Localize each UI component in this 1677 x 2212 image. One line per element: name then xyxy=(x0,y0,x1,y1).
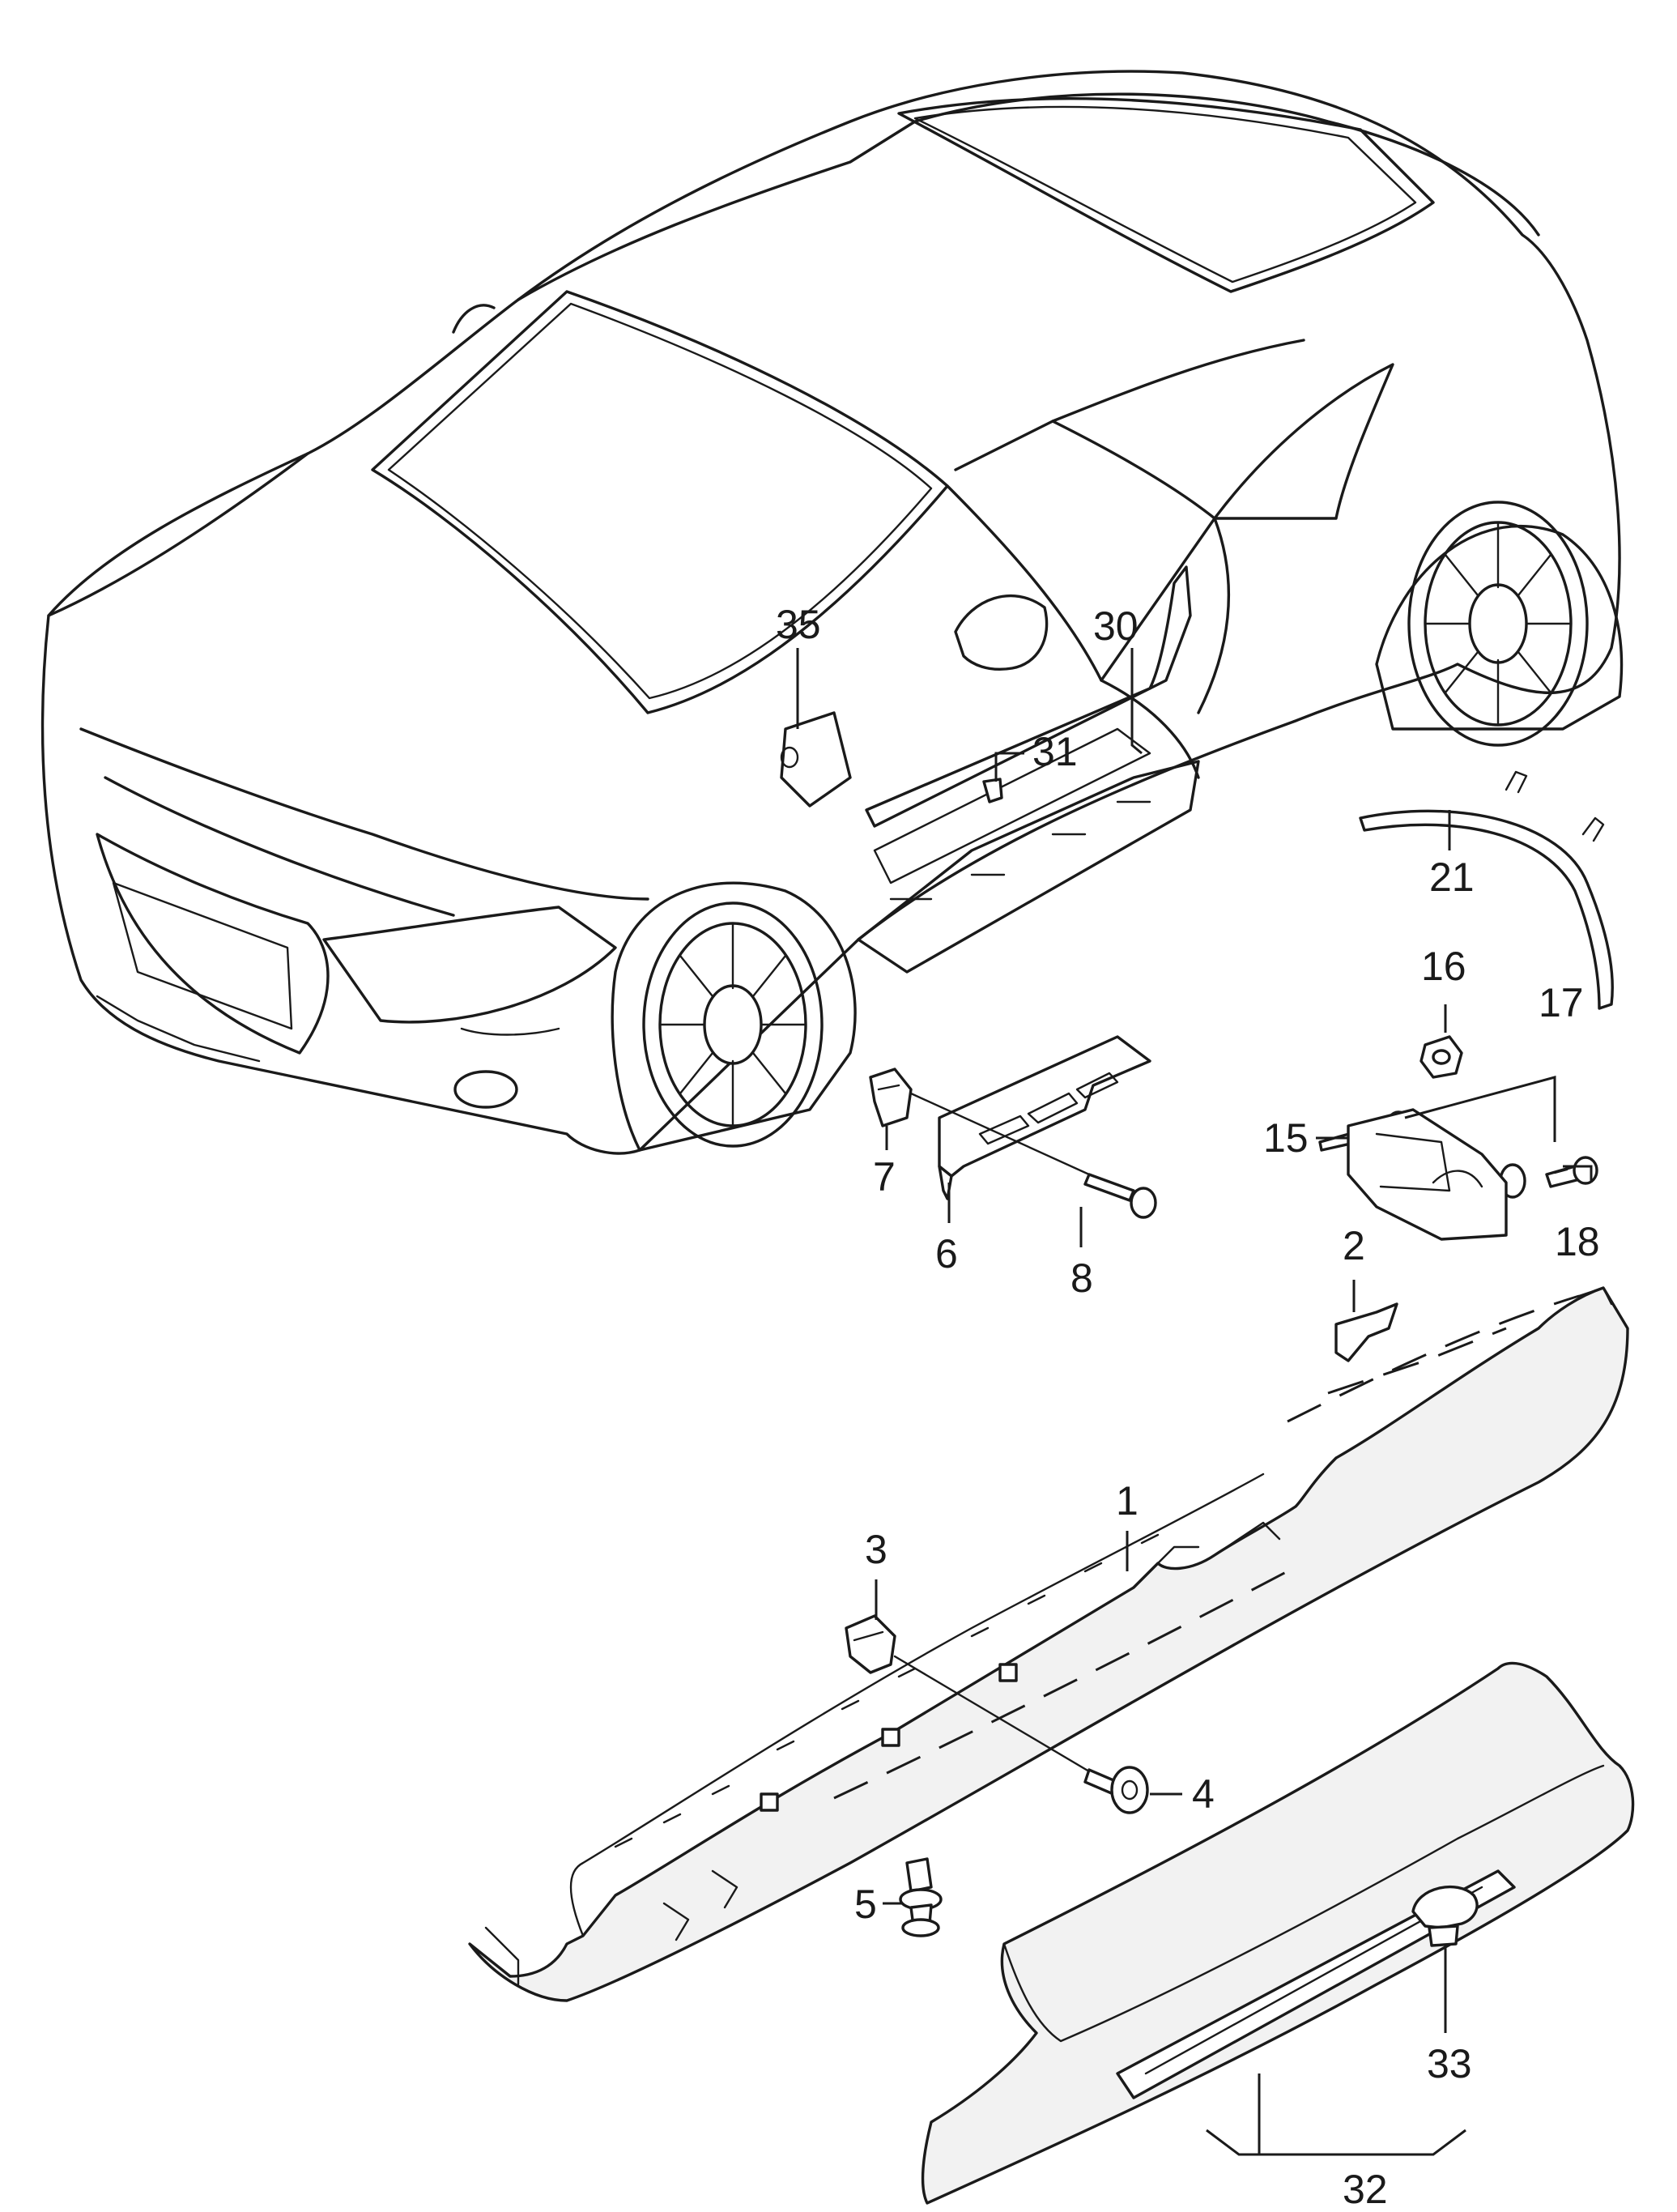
callout-8: 8 xyxy=(1070,1255,1093,1301)
callout-32: 32 xyxy=(1343,2167,1388,2212)
part-8-screw xyxy=(1083,1173,1157,1219)
callout-18: 18 xyxy=(1555,1219,1600,1264)
part-32-sill-trim xyxy=(921,1661,1635,2205)
callout-16: 16 xyxy=(1421,944,1466,989)
part-15-bracket xyxy=(1347,1108,1508,1241)
part-7-clip xyxy=(869,1068,913,1127)
part-18-clip xyxy=(1545,1156,1598,1188)
callout-15: 15 xyxy=(1263,1115,1309,1161)
callout-5: 5 xyxy=(854,1882,877,1927)
callout-labels: 35 30 31 21 16 17 15 18 7 6 8 2 1 3 4 5 … xyxy=(776,602,1600,2212)
callout-7: 7 xyxy=(873,1154,896,1200)
part-2-clip xyxy=(1334,1302,1398,1362)
part-6-bracket xyxy=(938,1035,1151,1200)
part-21-wheel-arch-trim xyxy=(1359,770,1614,1010)
callout-3: 3 xyxy=(865,1527,887,1572)
callout-4: 4 xyxy=(1192,1771,1215,1817)
callout-21: 21 xyxy=(1429,855,1475,900)
part-16-nut xyxy=(1419,1035,1463,1079)
leader-lines xyxy=(796,648,1593,2156)
part-33-clip xyxy=(1411,1885,1479,1947)
part-5-fastener xyxy=(899,1857,943,1937)
callout-2: 2 xyxy=(1343,1223,1365,1268)
callout-35: 35 xyxy=(776,602,821,647)
part-4-screw xyxy=(1083,1766,1149,1814)
callout-17: 17 xyxy=(1539,980,1584,1025)
callout-31: 31 xyxy=(1032,729,1078,774)
part-3-clip xyxy=(845,1614,896,1674)
car-illustration xyxy=(40,70,1624,1155)
callout-30: 30 xyxy=(1093,603,1139,649)
part-1-side-skirt xyxy=(468,1286,1629,2002)
callout-33: 33 xyxy=(1427,2041,1472,2086)
callout-6: 6 xyxy=(935,1231,958,1276)
callout-1: 1 xyxy=(1116,1478,1139,1524)
